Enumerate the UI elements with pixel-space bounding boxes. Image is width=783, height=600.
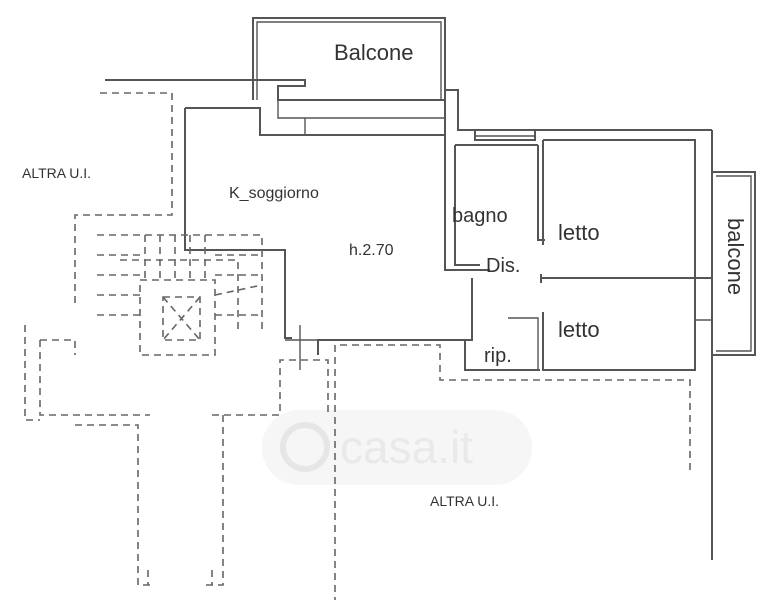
room-label-letto-2: letto xyxy=(558,317,600,342)
room-label-balcone: Balcone xyxy=(334,40,414,65)
watermark-text: casa.it xyxy=(340,421,473,473)
bathroom-walls xyxy=(454,130,545,266)
living-walls xyxy=(184,89,712,370)
watermark: casa.it xyxy=(262,410,532,485)
balcony-top-walls xyxy=(105,17,446,135)
label-altra-ui-bottom: ALTRA U.I. xyxy=(430,493,499,509)
ceiling-height-label: h.2.70 xyxy=(349,242,394,259)
bedroom-walls xyxy=(464,130,713,560)
room-label-rip: rip. xyxy=(484,345,512,367)
room-label-letto-1: letto xyxy=(558,220,600,245)
room-label-balcone-right: balcone xyxy=(723,218,748,295)
room-label-bagno: bagno xyxy=(452,205,508,227)
room-label-k-soggiorno: K_soggiorno xyxy=(229,185,319,202)
other-units-dashed xyxy=(24,92,691,600)
casa-logo-icon xyxy=(280,422,330,472)
balcony-right-walls xyxy=(712,171,756,356)
label-altra-ui-left: ALTRA U.I. xyxy=(22,165,91,181)
room-label-dis: Dis. xyxy=(486,255,520,277)
